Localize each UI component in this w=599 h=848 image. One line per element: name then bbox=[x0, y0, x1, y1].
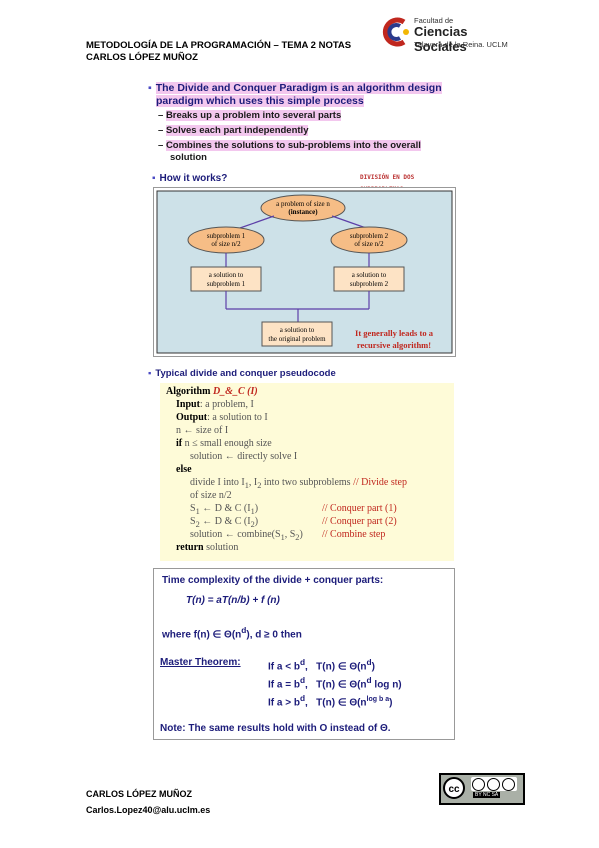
diagram-note-2: recursive algorithm! bbox=[357, 340, 431, 350]
subproblem-1-label-2: of size n/2 bbox=[211, 240, 241, 248]
cc-icon: cc bbox=[443, 777, 465, 799]
diagram-note-1: It generally leads to a bbox=[355, 328, 434, 338]
arrow-to-sub1 bbox=[239, 215, 275, 229]
algo-comment-12: // Combine step bbox=[322, 529, 386, 540]
bullet-dot-icon: ▪ bbox=[148, 368, 152, 379]
bullet-main-line-2: paradigm which uses this simple process bbox=[156, 95, 364, 107]
by-icon bbox=[472, 778, 485, 791]
algo-line-2: Input: a problem, I bbox=[176, 399, 254, 410]
subproblem-1-label-1: subproblem 1 bbox=[207, 232, 246, 240]
problem-node bbox=[260, 194, 346, 222]
final-solution-box bbox=[261, 321, 333, 347]
sub-bullet-3: – Combines the solutions to sub-problems… bbox=[158, 140, 421, 151]
faculty-logo-mark bbox=[382, 17, 409, 47]
algo-line-12: solution ← combine(S1, S2) bbox=[190, 529, 303, 542]
master-theorem-label: Master Theorem: bbox=[160, 657, 241, 668]
subproblem-2-label-2: of size n/2 bbox=[354, 240, 384, 248]
algo-line-10: S1 ← D & C (I1) bbox=[190, 503, 259, 516]
complexity-note: Note: The same results hold with O inste… bbox=[160, 723, 391, 734]
recurrence: T(n) = aT(n/b) + f (n) bbox=[186, 595, 280, 606]
nc-icon bbox=[487, 778, 500, 791]
algo-line-6: solution ← directly solve I bbox=[190, 451, 298, 462]
final-solution-label-1: a solution to bbox=[280, 326, 315, 334]
algo-line-1: Algorithm D_&_C (I) bbox=[166, 386, 258, 397]
algo-line-11: S2 ← D & C (I2) bbox=[190, 516, 259, 529]
complexity-title: Time complexity of the divide + conquer … bbox=[162, 575, 384, 586]
header-author: CARLOS LÓPEZ MUÑOZ bbox=[86, 52, 198, 63]
algo-comment-10: // Conquer part (1) bbox=[322, 503, 397, 514]
pseudocode-heading: ▪Typical divide and conquer pseudocode bbox=[148, 368, 336, 379]
arrow-to-sub2 bbox=[331, 215, 367, 229]
pseudocode-box: Algorithm D_&_C (I) Input: a problem, I … bbox=[160, 383, 454, 561]
algo-line-7: else bbox=[176, 464, 192, 475]
algo-line-9: of size n/2 bbox=[190, 490, 232, 501]
subproblem-2-label-1: subproblem 2 bbox=[350, 232, 389, 240]
problem-node-label-2: (instance) bbox=[288, 208, 318, 216]
algo-line-5: if n ≤ small enough size bbox=[176, 438, 272, 449]
how-it-works: ▪How it works? bbox=[152, 173, 228, 184]
sub-bullet-2: – Solves each part independently bbox=[158, 125, 309, 136]
footer-email: Carlos.Lopez40@alu.uclm.es bbox=[86, 805, 211, 815]
bullet-dot-icon: ▪ bbox=[148, 82, 152, 94]
document-header: METODOLOGÍA DE LA PROGRAMACIÓN – TEMA 2 … bbox=[86, 40, 351, 64]
sub-bullet-1: – Breaks up a problem into several parts bbox=[158, 110, 342, 121]
solution-2-label-1: a solution to bbox=[352, 271, 387, 279]
case-2: If a = bd, T(n) ∈ Θ(nd log n) bbox=[268, 675, 402, 691]
algo-line-8: divide I into I1, I2 into two subproblem… bbox=[190, 477, 407, 490]
solution-1-label-2: subproblem 1 bbox=[207, 280, 246, 288]
solution-1-label-1: a solution to bbox=[209, 271, 244, 279]
creative-commons-badge: cc BY NC SA bbox=[439, 773, 525, 805]
diagram-canvas: a problem of size n (instance) subproble… bbox=[156, 190, 453, 354]
logo-line-2: Ciencias Sociales bbox=[414, 24, 468, 54]
solution-2-label-2: subproblem 2 bbox=[350, 280, 389, 288]
logo-line-1: Facultad de bbox=[414, 16, 454, 25]
case-1: If a < bd, T(n) ∈ Θ(nd) bbox=[268, 657, 375, 673]
license-caption: BY NC SA bbox=[473, 792, 501, 798]
algo-line-4: n ← size of I bbox=[176, 425, 229, 436]
bullet-dot-icon: ▪ bbox=[152, 173, 156, 184]
bullet-main-line-1: The Divide and Conquer Paradigm is an al… bbox=[155, 82, 442, 94]
faculty-logo: Facultad de Ciencias Sociales Talavera d… bbox=[380, 16, 520, 56]
where-clause: where f(n) ∈ Θ(nd), d ≥ 0 then bbox=[162, 625, 302, 641]
document-footer: CARLOS LÓPEZ MUÑOZ Carlos.Lopez40@alu.uc… bbox=[86, 786, 210, 818]
license-icons bbox=[471, 777, 517, 791]
sub-bullet-3-cont: solution bbox=[170, 152, 207, 163]
divide-conquer-diagram: a problem of size n (instance) subproble… bbox=[153, 187, 456, 357]
case-3: If a > bd, T(n) ∈ Θ(nlog b a) bbox=[268, 693, 393, 709]
sa-icon bbox=[502, 778, 515, 791]
footer-name: CARLOS LÓPEZ MUÑOZ bbox=[86, 789, 192, 799]
problem-node-label-1: a problem of size n bbox=[276, 200, 330, 208]
complexity-box: Time complexity of the divide + conquer … bbox=[153, 568, 455, 740]
algo-line-3: Output: a solution to I bbox=[176, 412, 268, 423]
algo-line-13: return solution bbox=[176, 542, 239, 553]
header-title: METODOLOGÍA DE LA PROGRAMACIÓN – TEMA 2 … bbox=[86, 40, 352, 51]
algo-comment-11: // Conquer part (2) bbox=[322, 516, 397, 527]
final-solution-label-2: the original problem bbox=[268, 335, 326, 343]
logo-line-3: Talavera de la Reina. UCLM bbox=[414, 40, 508, 49]
